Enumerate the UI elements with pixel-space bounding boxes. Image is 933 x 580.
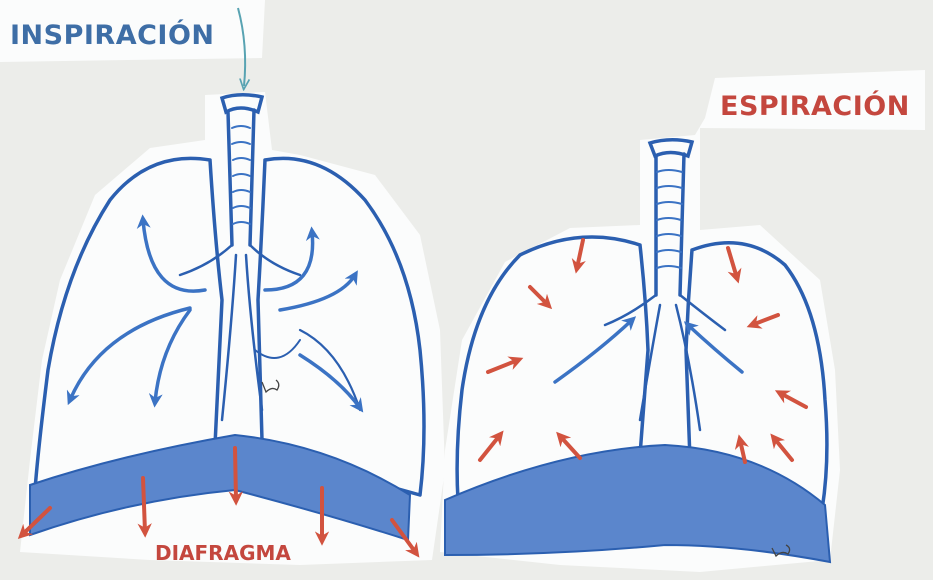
expiration-label: ESPIRACIÓN xyxy=(720,90,910,122)
down-arrow-icon xyxy=(143,478,145,532)
inspiration-label: INSPIRACIÓN xyxy=(10,19,215,51)
diaphragm-label: DIAFRAGMA xyxy=(155,541,291,565)
inspiration-cutout: INSPIRACIÓN DIAFRAGMA xyxy=(0,0,445,565)
down-arrow-icon xyxy=(235,448,236,500)
expiration-cutout: ESPIRACIÓN xyxy=(440,70,925,572)
